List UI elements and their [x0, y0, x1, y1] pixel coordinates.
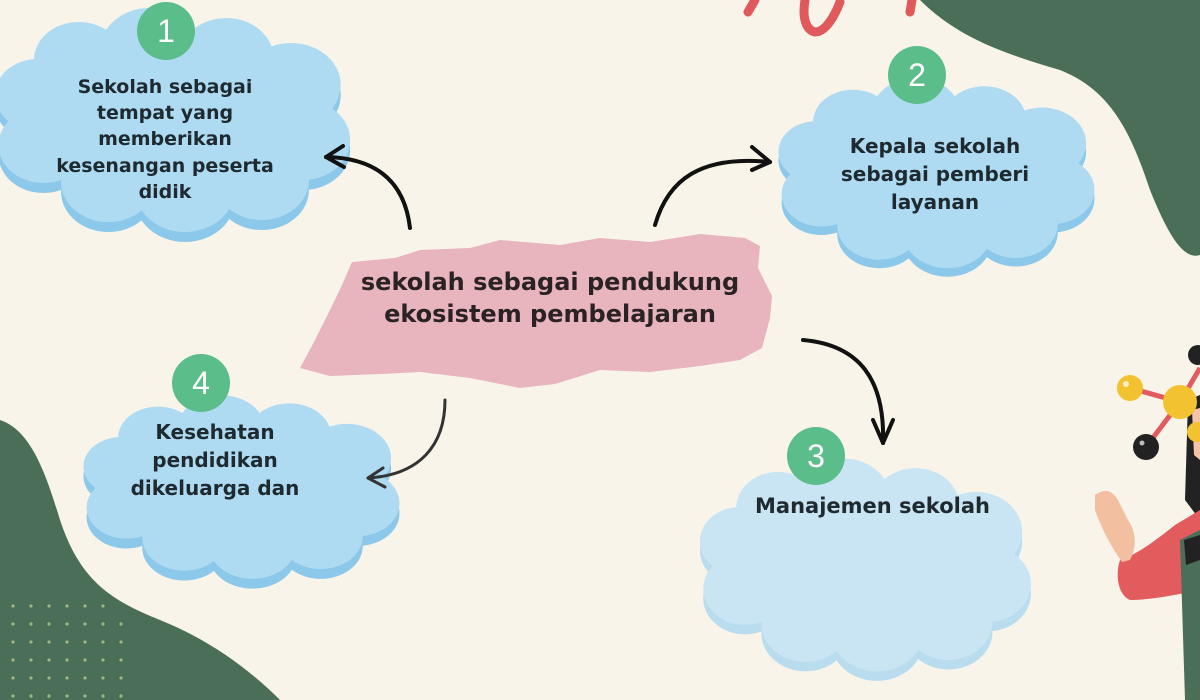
arrow-to-node-4-head — [366, 466, 387, 489]
node-1-line: kesenangan peserta — [56, 154, 274, 177]
arrow-to-node-2 — [653, 158, 772, 227]
badge-number: 1 — [157, 12, 175, 49]
node-1-text: Sekolah sebagai tempat yang memberikan k… — [20, 74, 310, 205]
center-topic-line-1: sekolah sebagai pendukung — [360, 268, 740, 296]
dot-pattern — [11, 604, 123, 698]
node-2-line: layanan — [890, 190, 980, 214]
node-1-line: memberikan — [98, 128, 232, 151]
node-4-line: Kesehatan — [155, 420, 275, 444]
badge-node-3: 3 — [787, 427, 845, 485]
molecule-icon — [1117, 345, 1200, 460]
badge-number: 4 — [192, 364, 210, 401]
node-2-line: Kepala sekolah — [849, 134, 1021, 158]
arrow-to-node-2-head — [750, 145, 772, 172]
center-pink-shape — [300, 234, 772, 388]
badge-number: 2 — [908, 56, 926, 93]
arrow-to-node-1 — [324, 155, 412, 230]
badge-node-2: 2 — [888, 46, 946, 104]
node-3-text: Manajemen sekolah — [735, 493, 1010, 520]
bottom-left-green-blob — [0, 420, 280, 700]
node-4-line: dikeluarga dan — [130, 476, 300, 500]
arrow-to-node-1-head — [324, 144, 346, 169]
arrow-to-node-3-head — [871, 418, 895, 445]
badge-number: 3 — [807, 437, 825, 474]
arrow-to-node-4 — [366, 398, 447, 480]
red-scribble — [743, 0, 917, 37]
node-4-line: pendidikan — [152, 448, 278, 472]
node-2-text: Kepala sekolah sebagai pemberi layanan — [815, 132, 1055, 216]
node-1-line: tempat yang — [96, 102, 234, 125]
node-1-line: didik — [138, 180, 192, 203]
badge-node-1: 1 — [137, 2, 195, 60]
node-3-line: Manajemen sekolah — [755, 494, 990, 518]
center-topic-line-2: ekosistem pembelajaran — [384, 300, 716, 329]
node-1-line: Sekolah sebagai — [77, 76, 253, 98]
arrow-to-node-3 — [801, 338, 886, 445]
node-4-text: Kesehatan pendidikan dikeluarga dan — [110, 418, 320, 502]
center-topic: sekolah sebagai pendukung ekosistem pemb… — [330, 266, 770, 331]
badge-node-4: 4 — [172, 354, 230, 412]
node-2-line: sebagai pemberi — [840, 162, 1030, 186]
top-right-green-blob — [920, 0, 1200, 256]
